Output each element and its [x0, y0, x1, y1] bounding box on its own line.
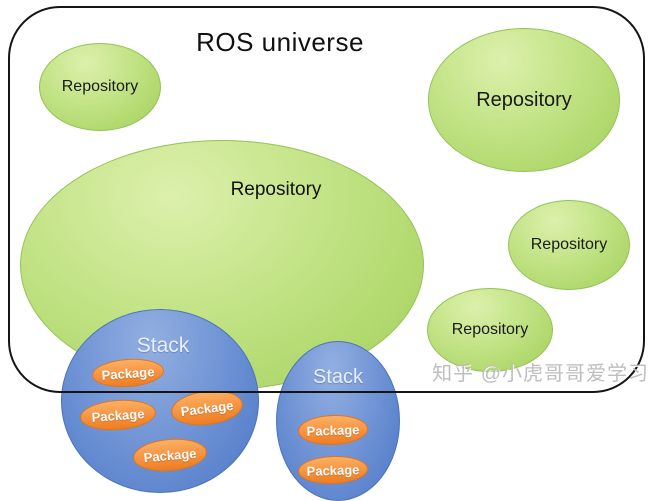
repository-ellipse-bottom-right: Repository [427, 288, 553, 372]
package-label: Package [143, 445, 197, 465]
package-label: Package [179, 397, 235, 419]
package-label: Package [306, 461, 360, 479]
repository-label: Repository [476, 88, 572, 111]
diagram-title: ROS universe [196, 27, 364, 57]
stack-label: Stack [312, 366, 364, 388]
package-ellipse: Package [169, 386, 245, 430]
stack-ellipse-large: Stack Package Package Package Package [61, 309, 259, 493]
repository-ellipse-mid-right: Repository [508, 200, 630, 290]
repository-label: Repository [451, 321, 529, 338]
repository-label: Repository [61, 78, 139, 95]
package-label: Package [306, 421, 360, 439]
package-ellipse: Package [297, 454, 369, 486]
package-ellipse: Package [297, 413, 369, 447]
repository-label: Repository [530, 236, 608, 253]
package-ellipse: Package [79, 397, 157, 433]
repository-ellipse-top-left: Repository [39, 43, 161, 131]
repository-ellipse-top-right: Repository [428, 28, 620, 172]
stack-label: Stack [136, 334, 190, 357]
stack-ellipse-small: Stack Package Package [276, 341, 400, 501]
zhihu-watermark: 知乎 @小虎哥哥爱学习 [432, 363, 649, 385]
ros-universe-diagram: ROS universe Repository Repository Repos… [8, 6, 649, 501]
package-ellipse: Package [131, 435, 209, 475]
package-ellipse: Package [91, 356, 165, 390]
repository-label: Repository [230, 179, 322, 200]
repository-ellipse-main: Repository Stack Package Package Package… [20, 140, 424, 501]
package-label: Package [101, 363, 155, 383]
package-label: Package [91, 405, 145, 425]
